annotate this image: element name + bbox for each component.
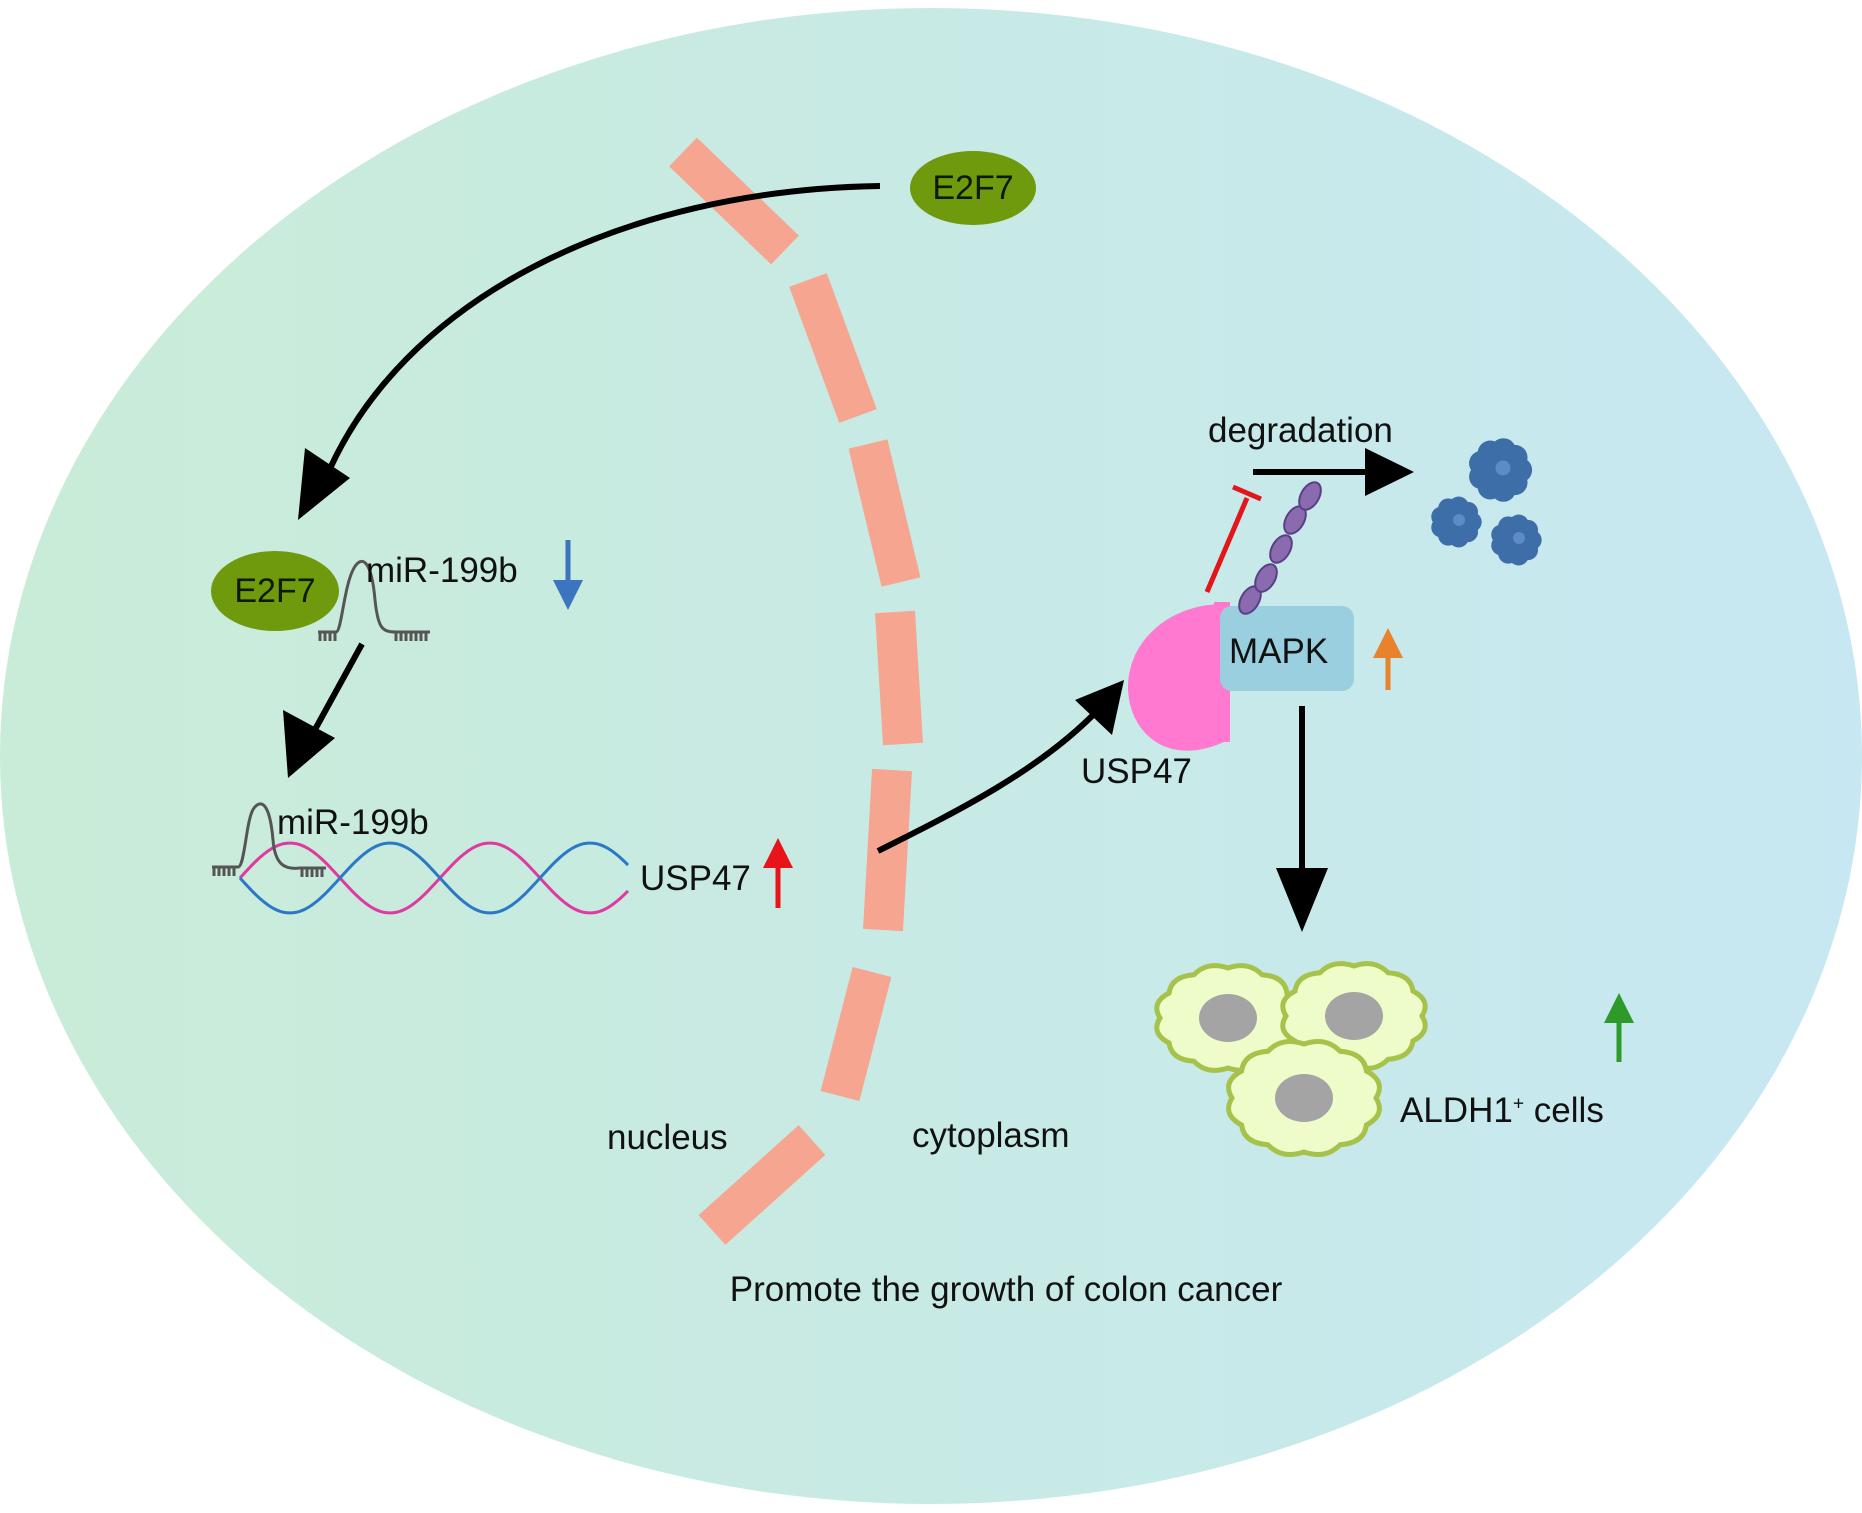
mapk-protein-shape	[1220, 606, 1354, 691]
mapk-to-aldh1-arrowhead	[1276, 868, 1328, 932]
membrane-segment	[875, 610, 923, 746]
translation-arrow	[876, 707, 1101, 854]
e2f7-nucleus-ellipse	[211, 551, 339, 631]
degraded-fragment	[1491, 514, 1542, 566]
ubiquitin-bead	[1254, 563, 1278, 593]
cell-nucleus	[1325, 992, 1383, 1040]
mapk-up-indicator	[1373, 628, 1403, 690]
nucleus-label: nucleus	[607, 1118, 728, 1157]
usp47-protein-label: USP47	[1081, 752, 1192, 791]
mir-to-mrna-arrow	[309, 642, 365, 737]
inhibition-line	[1204, 497, 1250, 593]
mir-gene-hairpin	[318, 559, 430, 634]
mir-bound-ticks	[212, 867, 324, 877]
mir-gene-label: miR-199b	[366, 551, 518, 590]
aldh1-superscript: +	[1512, 1093, 1525, 1115]
membrane-segment	[848, 439, 921, 587]
mir-gene-ticks	[318, 632, 428, 641]
e2f7-cytoplasm-label: E2F7	[932, 169, 1014, 207]
e2f7-nucleus-label: E2F7	[234, 572, 316, 610]
mir-bound-hairpin	[212, 802, 326, 870]
aldh1-cells-label: ALDH1+ cells	[1400, 1093, 1604, 1128]
mir-bound-label: miR-199b	[277, 803, 429, 842]
mrna-strand-pink	[238, 841, 630, 915]
membrane-segment	[820, 967, 892, 1101]
mrna-strand-blue	[238, 841, 630, 915]
aldh1-up-indicator	[1604, 993, 1634, 1062]
cell-body	[0, 8, 1862, 1504]
aldh1-cells-cluster	[1154, 961, 1428, 1158]
usp47-protein-shape	[1128, 604, 1228, 751]
conclusion-caption: Promote the growth of colon cancer	[729, 1270, 1283, 1309]
membrane-segment	[863, 768, 912, 932]
mir-to-mrna-arrowhead	[283, 710, 335, 778]
ubiquitin-bead	[1298, 481, 1322, 511]
direction-indicators	[553, 540, 1634, 1062]
inhibition-bar	[1232, 484, 1262, 502]
membrane-segment	[698, 1125, 826, 1245]
degradation-arrowhead	[1365, 448, 1414, 496]
usp47-mrna-up-indicator	[763, 838, 793, 908]
degradation-label: degradation	[1208, 411, 1393, 450]
translation-arrowhead	[1075, 680, 1124, 735]
ubiquitin-bead	[1269, 534, 1293, 564]
mir-top-down-indicator	[553, 540, 583, 610]
membrane-segment	[789, 273, 877, 423]
degraded-fragment	[1431, 496, 1482, 548]
e2f7-import-arrow	[322, 183, 881, 482]
cytoplasm-label: cytoplasm	[912, 1116, 1070, 1155]
ubiquitin-chain	[1238, 481, 1322, 615]
degraded-fragment	[1469, 438, 1533, 502]
e2f7-cytoplasm-ellipse	[910, 151, 1036, 225]
aldh1-cells-text: cells	[1524, 1091, 1604, 1130]
aldh1-text: ALDH1	[1400, 1091, 1513, 1130]
cell-nucleus	[1199, 994, 1257, 1042]
usp47-mrna-label: USP47	[640, 859, 751, 898]
degraded-fragments	[1431, 438, 1542, 566]
mapk-label: MAPK	[1229, 632, 1329, 671]
cell-nucleus	[1275, 1074, 1333, 1122]
aldh1-cell	[1226, 1038, 1382, 1158]
e2f7-import-arrowhead	[298, 448, 350, 520]
